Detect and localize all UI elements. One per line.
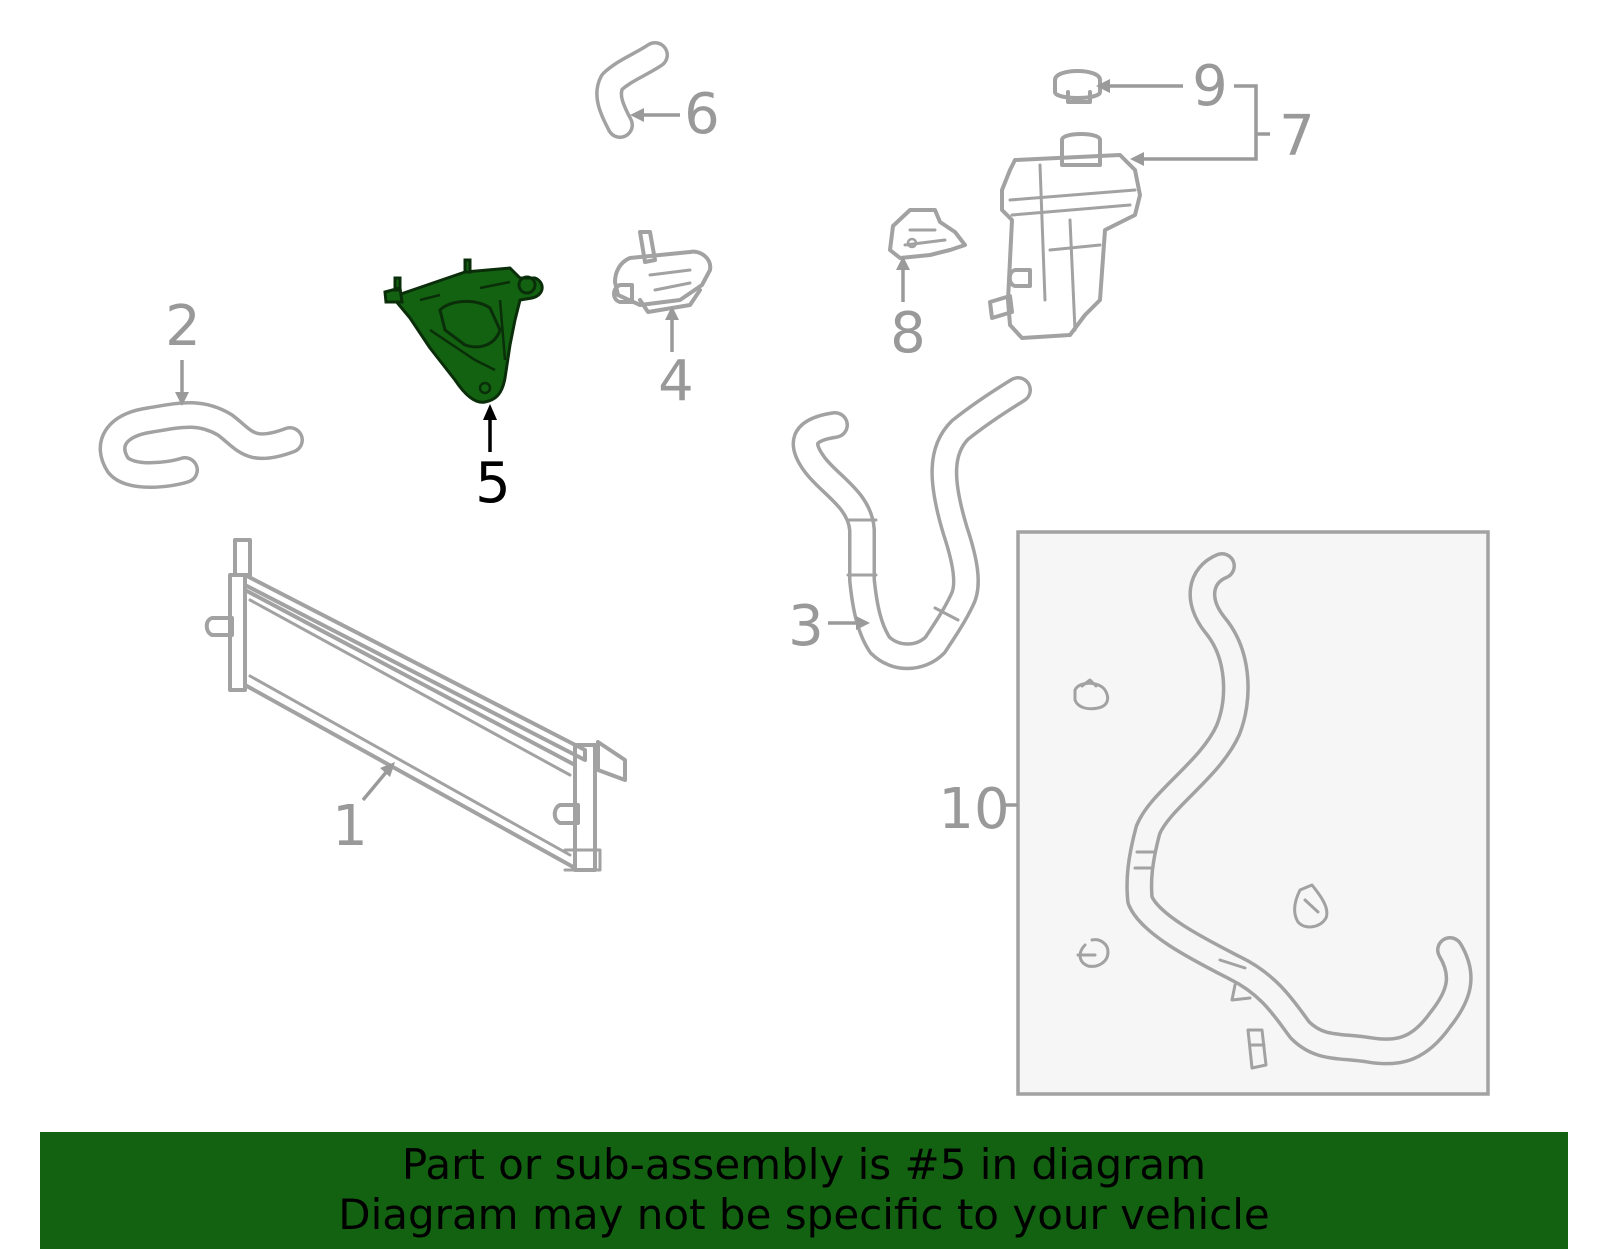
part-2-hose — [98, 401, 304, 489]
callout-1: 1 — [332, 794, 368, 859]
callout-10: 10 — [938, 777, 1009, 842]
part-7-reservoir — [988, 132, 1142, 340]
callout-7: 7 — [1279, 104, 1315, 169]
part-8-bracket — [888, 208, 967, 260]
part-4-water-pump — [612, 230, 713, 314]
banner-line-disclaimer: Diagram may not be specific to your vehi… — [338, 1190, 1270, 1239]
part-3-hose — [791, 376, 1032, 671]
part-1-radiator — [204, 538, 627, 872]
part-10-inset — [1016, 530, 1490, 1096]
callout-2: 2 — [165, 294, 201, 359]
part-9-cap — [1053, 69, 1102, 104]
callout-4: 4 — [658, 349, 694, 414]
callout-3: 3 — [788, 594, 824, 659]
banner-line-part-number: Part or sub-assembly is #5 in diagram — [401, 1140, 1207, 1189]
leader-lines — [175, 79, 1270, 807]
callout-labels: 1 2 3 4 5 6 7 8 9 10 — [165, 54, 1315, 859]
callout-9: 9 — [1192, 54, 1228, 119]
callout-8: 8 — [890, 301, 926, 366]
info-banner: Part or sub-assembly is #5 in diagram Di… — [40, 1132, 1568, 1249]
callout-5: 5 — [475, 451, 511, 516]
part-6-hose — [595, 41, 669, 139]
callout-6: 6 — [684, 82, 720, 147]
part-5-bracket-highlighted — [383, 258, 544, 404]
